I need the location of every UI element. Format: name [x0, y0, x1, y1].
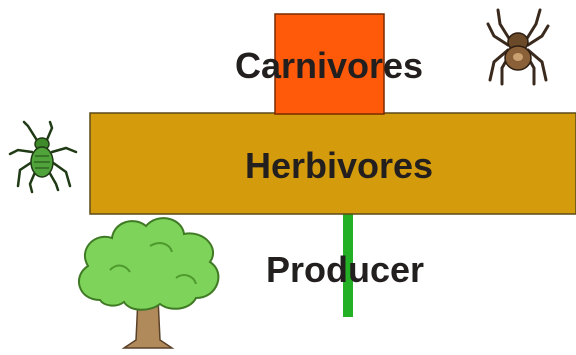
- herbivores-label: Herbivores: [244, 145, 434, 186]
- carnivores-label: Carnivores: [234, 45, 424, 86]
- producer-label: Producer: [265, 249, 425, 290]
- producer-bar: [343, 213, 353, 317]
- herbivores-bar: [89, 112, 576, 215]
- grasshopper-icon: [8, 120, 78, 194]
- tree-icon: [78, 217, 220, 349]
- carnivores-bar: [274, 13, 385, 115]
- spider-icon: [486, 8, 550, 86]
